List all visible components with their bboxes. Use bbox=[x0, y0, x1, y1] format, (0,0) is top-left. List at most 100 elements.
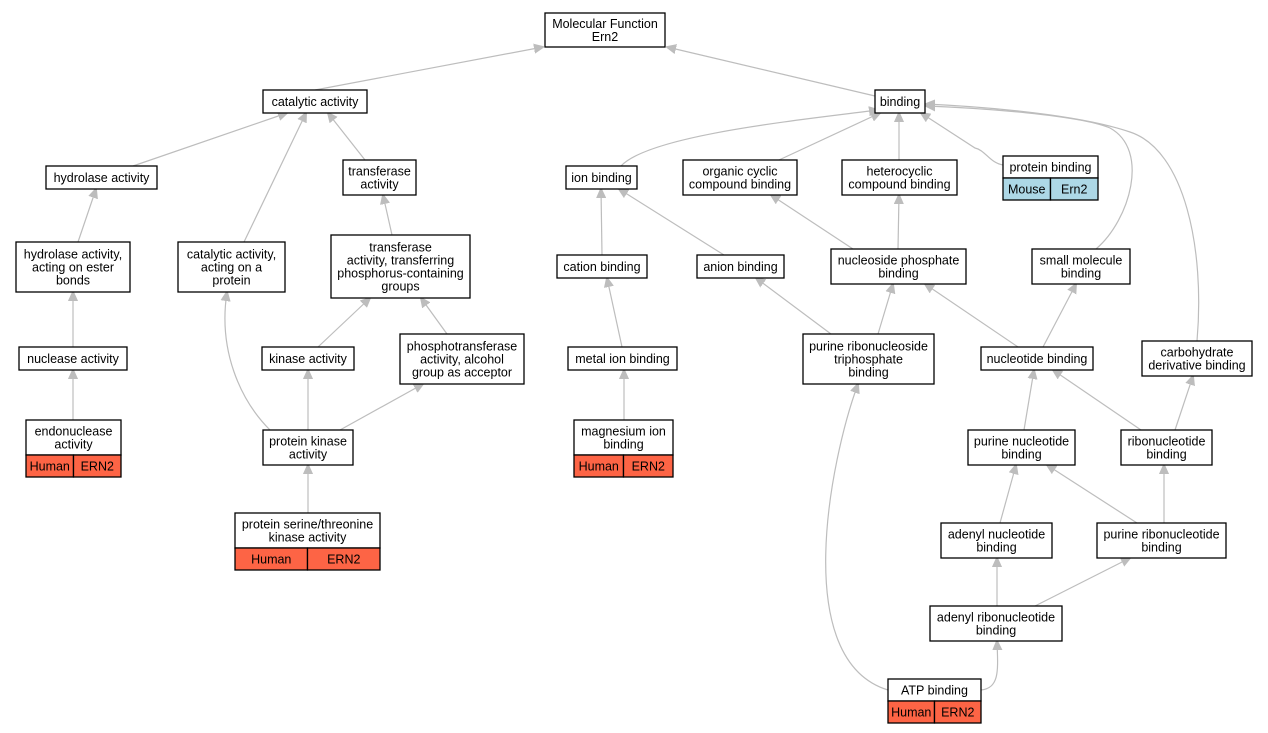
edge-anion-binding-to-ion-binding bbox=[619, 189, 725, 256]
node-nuclease-activity[interactable]: nuclease activity bbox=[18, 346, 128, 371]
gene-tag-label: ERN2 bbox=[632, 460, 665, 474]
node-box bbox=[399, 333, 525, 385]
edge-kinase-activity-to-transferase-phosphorus bbox=[317, 298, 370, 348]
node-box bbox=[15, 241, 131, 293]
edge-purine-ribonucleotide-binding-to-purine-nucleotide-binding bbox=[1047, 465, 1138, 524]
node-box bbox=[802, 333, 935, 385]
node-catalytic-activity[interactable]: catalytic activity bbox=[262, 89, 368, 114]
edge-ribonucleotide-binding-to-nucleotide-binding bbox=[1053, 370, 1142, 431]
node-kinase-activity[interactable]: kinase activity bbox=[261, 346, 355, 371]
node-label-line: binding bbox=[880, 95, 920, 109]
edge-nucleotide-binding-to-nucleoside-phosphate-binding bbox=[925, 284, 1019, 348]
node-ion-binding[interactable]: ion binding bbox=[565, 165, 638, 190]
node-box bbox=[544, 12, 666, 48]
node-box bbox=[874, 89, 926, 114]
node-anion-binding[interactable]: anion binding bbox=[696, 254, 785, 279]
node-box bbox=[980, 346, 1094, 371]
node-metal-ion-binding[interactable]: metal ion binding bbox=[567, 346, 678, 371]
node-label-line: carbohydrate bbox=[1161, 346, 1234, 360]
edge-small-molecule-binding-to-binding bbox=[926, 106, 1133, 250]
species-tag-label: Human bbox=[30, 460, 70, 474]
node-box bbox=[1031, 248, 1131, 285]
edge-adenyl-ribonucleotide-binding-to-purine-ribonucleotide-binding bbox=[1034, 558, 1130, 607]
gene-tag-cell bbox=[622, 454, 674, 478]
node-label-line: nucleotide binding bbox=[987, 352, 1088, 366]
node-box bbox=[565, 165, 638, 190]
gene-tag-label: ERN2 bbox=[941, 706, 974, 720]
edge-organic-cyclic-compound-binding-to-binding bbox=[778, 113, 880, 161]
gene-tag-label: ERN2 bbox=[327, 553, 360, 567]
node-label-line: organic cyclic bbox=[702, 165, 777, 179]
edge-cation-binding-to-ion-binding bbox=[601, 189, 602, 256]
node-label-line: activity bbox=[360, 178, 399, 192]
node-hydrolase-activity[interactable]: hydrolase activity bbox=[45, 165, 158, 190]
node-label-line: protein serine/threonine bbox=[242, 518, 373, 532]
node-nucleotide-binding[interactable]: nucleotide binding bbox=[980, 346, 1094, 371]
edge-nucleoside-phosphate-binding-to-heterocyclic-compound-binding bbox=[898, 195, 899, 250]
node-label-line: binding bbox=[976, 624, 1016, 638]
node-box bbox=[1141, 340, 1253, 377]
edge-metal-ion-binding-to-cation-binding bbox=[607, 278, 623, 348]
gene-tag-label: ERN2 bbox=[81, 460, 114, 474]
node-box bbox=[841, 159, 958, 196]
node-label-line: cation binding bbox=[563, 260, 640, 274]
species-tag-label: Mouse bbox=[1008, 183, 1046, 197]
node-box bbox=[234, 512, 381, 549]
gene-tag-cell bbox=[72, 454, 122, 478]
node-label-line: acting on ester bbox=[32, 261, 114, 275]
node-label-line: ATP binding bbox=[901, 684, 968, 698]
node-label-line: protein binding bbox=[1009, 161, 1091, 175]
node-label-line: binding bbox=[1001, 448, 1041, 462]
node-cation-binding[interactable]: cation binding bbox=[556, 254, 648, 279]
node-label-line: binding bbox=[976, 541, 1016, 555]
node-label-line: purine nucleotide bbox=[974, 435, 1069, 449]
node-label-line: phosphotransferase bbox=[407, 340, 518, 354]
node-label-line: binding bbox=[603, 438, 643, 452]
node-box bbox=[262, 89, 368, 114]
node-label-line: magnesium ion bbox=[581, 425, 666, 439]
node-label-line: hydrolase activity, bbox=[24, 248, 122, 262]
node-box bbox=[1096, 522, 1227, 559]
node-box bbox=[18, 346, 128, 371]
edge-protein-kinase-activity-to-catalytic-activity-protein bbox=[225, 292, 271, 431]
node-label-line: ion binding bbox=[571, 171, 632, 185]
node-box bbox=[940, 522, 1053, 559]
edge-phosphotransferase-activity-to-transferase-phosphorus bbox=[421, 298, 448, 335]
node-label-line: binding bbox=[848, 366, 888, 380]
node-label-line: catalytic activity bbox=[272, 95, 360, 109]
node-box bbox=[177, 241, 286, 293]
node-label-line: purine ribonucleoside bbox=[809, 340, 928, 354]
gene-tag-cell bbox=[1049, 177, 1099, 201]
edge-hydrolase-activity-to-catalytic-activity bbox=[132, 113, 287, 167]
node-label-line: Molecular Function bbox=[552, 17, 658, 31]
edge-hydrolase-activity-ester-to-hydrolase-activity bbox=[77, 189, 96, 243]
node-binding[interactable]: binding bbox=[874, 89, 926, 114]
node-label-line: kinase activity bbox=[269, 531, 348, 545]
edge-adenyl-nucleotide-binding-to-purine-nucleotide-binding bbox=[999, 465, 1016, 524]
